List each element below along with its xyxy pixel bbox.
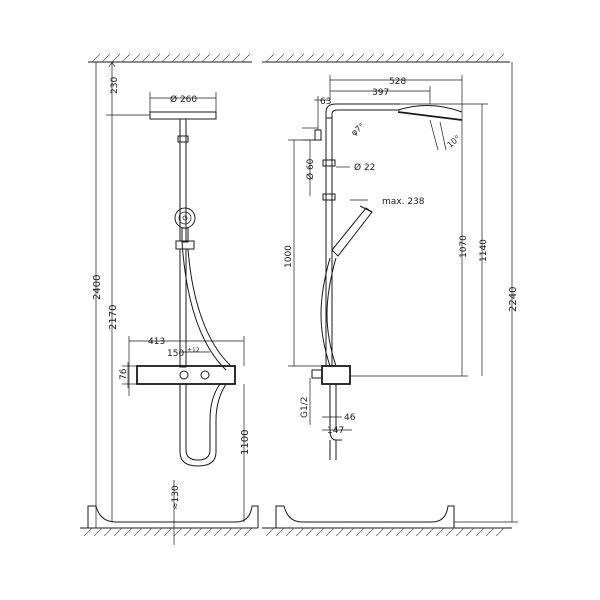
connection-label: G1/2 — [300, 397, 310, 418]
riser-height-label: 1000 — [284, 245, 294, 268]
side-hand-shower — [331, 207, 373, 257]
side-view — [311, 103, 463, 460]
side-thermostat — [321, 365, 351, 385]
shower-hose — [181, 241, 227, 371]
thermostat-bar — [136, 365, 236, 385]
side-shower-head — [397, 111, 463, 121]
pipe-diameter-60-label: Ø 60 — [305, 158, 316, 180]
thermostat-spacing-tol-label: ±12 — [187, 347, 200, 354]
floor-hatch-right — [262, 527, 512, 537]
ceiling-gap-label: 230 — [110, 77, 120, 94]
hand-shower-max-label: max. 238 — [382, 197, 425, 207]
pipe-diameter-22-label: Ø 22 — [354, 162, 375, 173]
shower-tray-left — [87, 505, 259, 528]
front-view — [136, 111, 236, 467]
head-height-label: 2170 — [108, 305, 119, 330]
head-to-valve-label: 1070 — [459, 235, 469, 258]
side-riser-pipe — [325, 117, 333, 367]
arm-length-label: 528 — [389, 77, 406, 87]
ceiling-hatch-right — [262, 53, 510, 63]
connection-depth-label: 46 — [344, 413, 356, 423]
shower-arm — [325, 103, 400, 126]
hose-loop — [179, 383, 227, 467]
arm-center-label: 397 — [372, 88, 389, 98]
front-dimensions — [95, 61, 245, 545]
hose-offset-label: 147 — [327, 426, 344, 436]
head-diameter-label: Ø 260 — [170, 94, 197, 105]
thermostat-knob-left — [179, 370, 189, 380]
front-dimension-labels: Ø 260 230 2400 2170 413 150 ±12 76 1100 … — [92, 77, 251, 510]
wall-offset-label: 63 — [320, 97, 331, 107]
overhead-shower-head — [149, 111, 217, 120]
head-tilt-label: 10° — [446, 134, 463, 150]
thermostat-spacing-label: 150 — [167, 349, 184, 359]
wall-bracket — [314, 129, 322, 141]
shower-tray-right — [275, 505, 455, 528]
thermostat-depth-label: 76 — [119, 368, 129, 380]
tilt-angle-label: φ7° — [350, 121, 367, 137]
thermostat-width-label: 413 — [148, 337, 165, 347]
side-hose — [320, 257, 331, 367]
head-top-to-valve-label: 1140 — [479, 239, 489, 262]
side-dimensions — [288, 62, 518, 523]
ceiling-hatch-left — [88, 53, 252, 63]
floor-hatch-left — [80, 527, 258, 537]
thermostat-knob-right — [200, 370, 210, 380]
floor-offset-label: ≈130 — [171, 485, 181, 510]
hand-shower-head — [174, 207, 196, 229]
total-height-label: 2400 — [92, 275, 103, 300]
thermostat-height-label: 1100 — [240, 430, 251, 455]
overall-height-label: 2240 — [508, 287, 519, 312]
side-dimension-labels: 528 397 63 φ7° 10° Ø 60 Ø 22 max. 238 10… — [284, 77, 519, 436]
